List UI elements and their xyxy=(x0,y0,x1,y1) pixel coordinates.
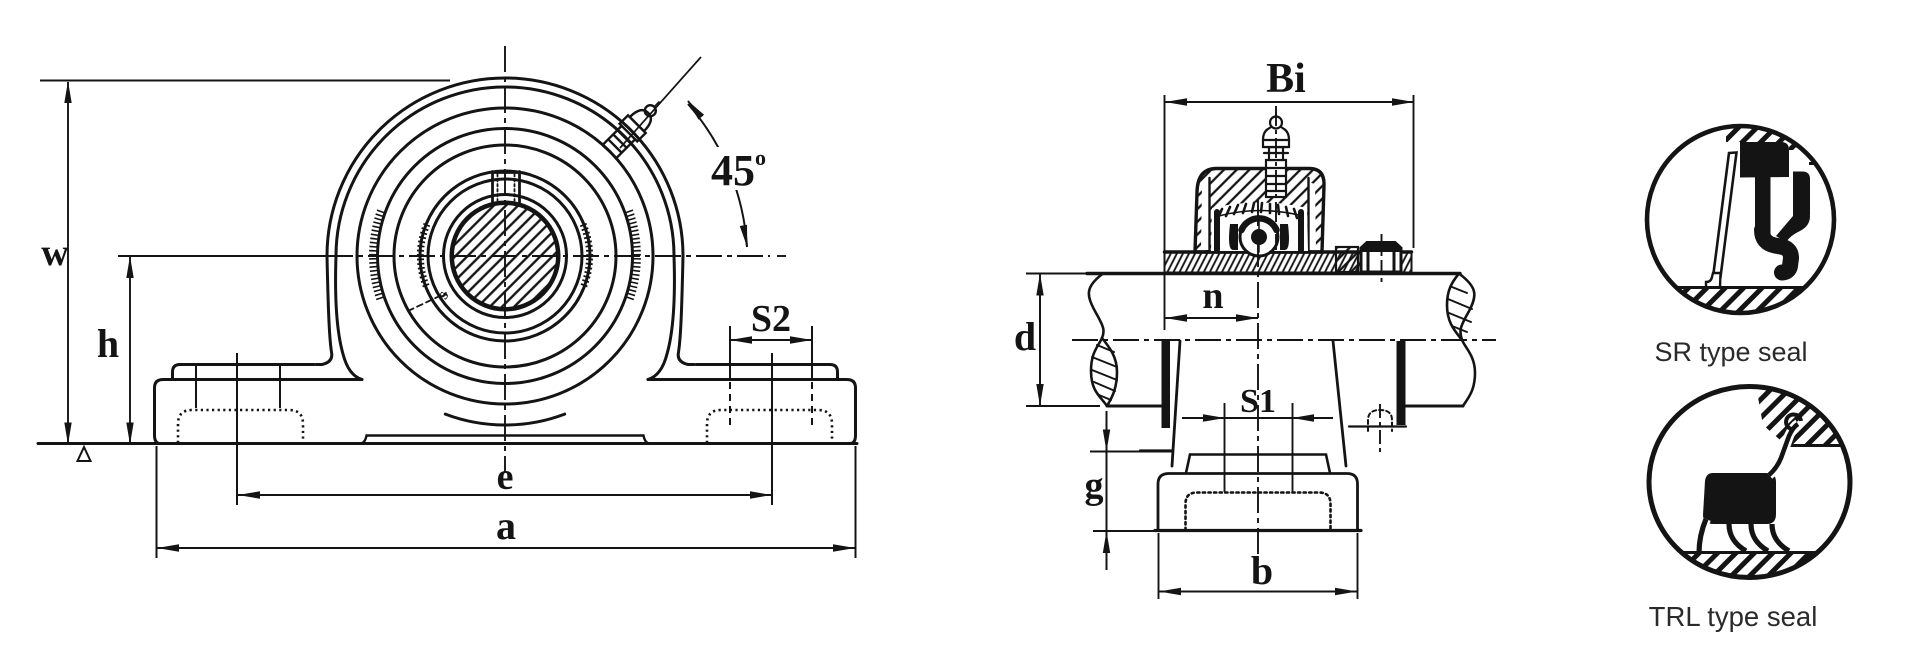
svg-text:TRL type seal: TRL type seal xyxy=(1649,601,1818,632)
svg-text:e: e xyxy=(497,456,514,498)
svg-text:b: b xyxy=(1251,548,1273,593)
svg-text:S1: S1 xyxy=(1240,383,1276,420)
svg-text:o: o xyxy=(755,145,766,170)
svg-text:a: a xyxy=(496,503,516,548)
svg-text:g: g xyxy=(1085,465,1104,507)
svg-text:w: w xyxy=(41,232,69,274)
svg-text:n: n xyxy=(1202,275,1223,317)
svg-text:Bi: Bi xyxy=(1266,56,1306,102)
svg-text:h: h xyxy=(97,321,119,366)
svg-text:S2: S2 xyxy=(751,298,791,340)
svg-text:d: d xyxy=(1014,314,1036,359)
svg-text:45: 45 xyxy=(711,146,755,195)
svg-text:SR type seal: SR type seal xyxy=(1654,337,1807,367)
